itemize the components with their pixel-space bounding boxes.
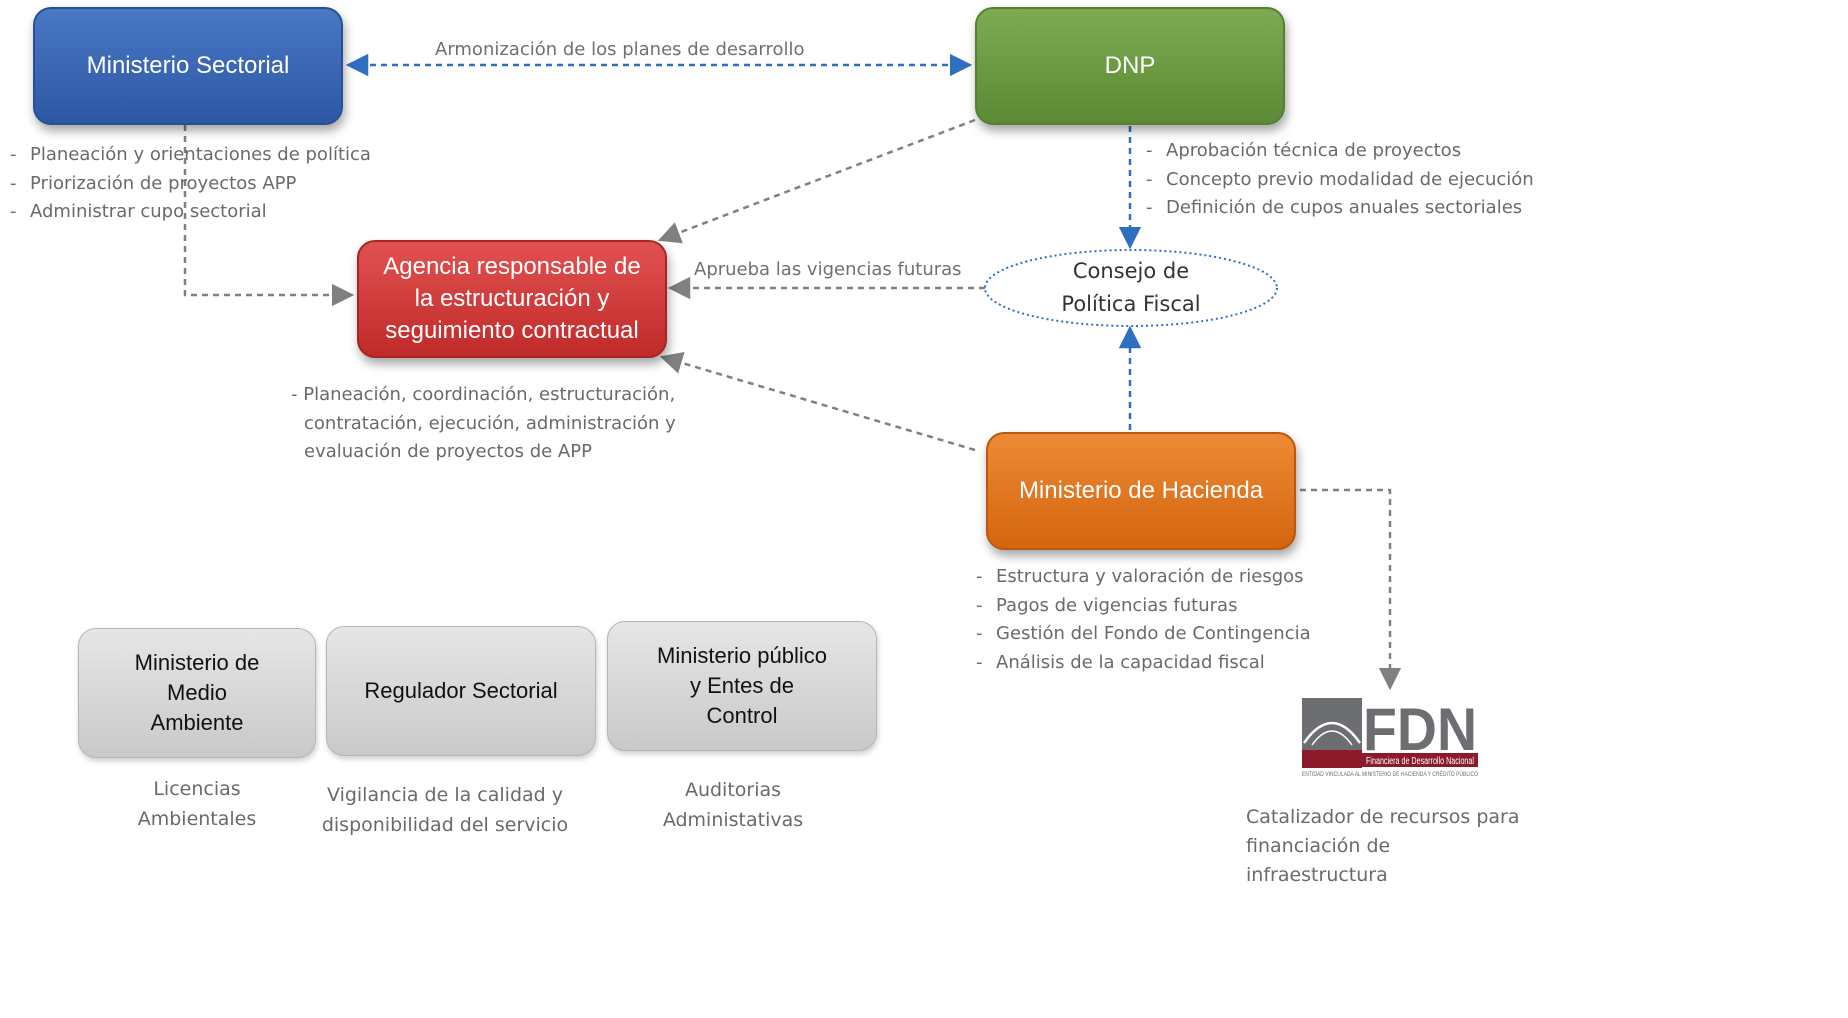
svg-text:Financiera de Desarrollo Nacio: Financiera de Desarrollo Nacional (1366, 756, 1474, 767)
consejo-ellipse (984, 249, 1278, 327)
list-item: Planeación y orientaciones de política (4, 141, 371, 170)
list-item: Análisis de la capacidad fiscal (970, 649, 1311, 678)
dnp-label: DNP (1104, 52, 1156, 79)
ministerio-sectorial-node: Ministerio Sectorial (33, 7, 343, 125)
hacienda-to-fdn-connector (1300, 488, 1402, 691)
agencia-node: Agencia responsable de la estructuración… (357, 240, 667, 358)
medio-ambiente-label: Ministerio de Medio Ambiente (134, 650, 260, 735)
consejo-label: Consejo de Política Fiscal (1061, 259, 1201, 316)
agencia-description: - Planeación, coordinación, estructuraci… (291, 384, 676, 462)
dnp-node: DNP (975, 7, 1285, 125)
diagram: Ministerio Sectorial DNP Agencia respons… (0, 0, 1560, 1018)
list-item: Aprobación técnica de proyectos (1140, 137, 1534, 166)
list-item: Concepto previo modalidad de ejecución (1140, 166, 1534, 195)
consejo-node: Consejo de Política Fiscal (1000, 252, 1262, 324)
dnp-to-agencia-connector (657, 118, 976, 244)
list-item: Administrar cupo sectorial (4, 198, 371, 227)
hacienda-label: Ministerio de Hacienda (1018, 477, 1264, 504)
ministerio-publico-label: Ministerio público y Entes de Control (657, 643, 827, 728)
regulador-caption: Vigilancia de la calidad y disponibilida… (321, 784, 569, 836)
ministerio-publico-caption: Auditorias Administativas (662, 779, 804, 831)
svg-text:ENTIDAD VINCULADA AL MINISTERI: ENTIDAD VINCULADA AL MINISTERIO DE HACIE… (1302, 771, 1478, 778)
hacienda-node: Ministerio de Hacienda (986, 432, 1296, 550)
agencia-label: Agencia responsable de la estructuración… (383, 253, 641, 344)
ministerio-sectorial-list: Planeación y orientaciones de política P… (4, 141, 371, 227)
list-item: Definición de cupos anuales sectoriales (1140, 194, 1534, 223)
medio-ambiente-node: Ministerio de Medio Ambiente (78, 628, 316, 758)
dnp-list: Aprobación técnica de proyectos Concepto… (1140, 137, 1534, 223)
ministerio-sectorial-label: Ministerio Sectorial (86, 52, 290, 79)
regulador-label: Regulador Sectorial (364, 678, 558, 703)
list-item: Pagos de vigencias futuras (970, 592, 1311, 621)
hacienda-list: Estructura y valoración de riesgos Pagos… (970, 563, 1311, 677)
list-item: Gestión del Fondo de Contingencia (970, 620, 1311, 649)
armonizacion-label: Armonización de los planes de desarrollo (435, 39, 805, 60)
fdn-caption: Catalizador de recursos para financiació… (1246, 806, 1520, 886)
list-item: Estructura y valoración de riesgos (970, 563, 1311, 592)
medio-ambiente-caption: Licencias Ambientales (137, 778, 257, 830)
ministerio-publico-node: Ministerio público y Entes de Control (607, 621, 877, 751)
fdn-logo: FDN Financiera de Desarrollo Nacional EN… (1302, 696, 1478, 778)
svg-text:FDN: FDN (1363, 696, 1477, 763)
list-item: Priorización de proyectos APP (4, 170, 371, 199)
regulador-node: Regulador Sectorial (326, 626, 596, 756)
vigencias-label: Aprueba las vigencias futuras (694, 259, 962, 280)
